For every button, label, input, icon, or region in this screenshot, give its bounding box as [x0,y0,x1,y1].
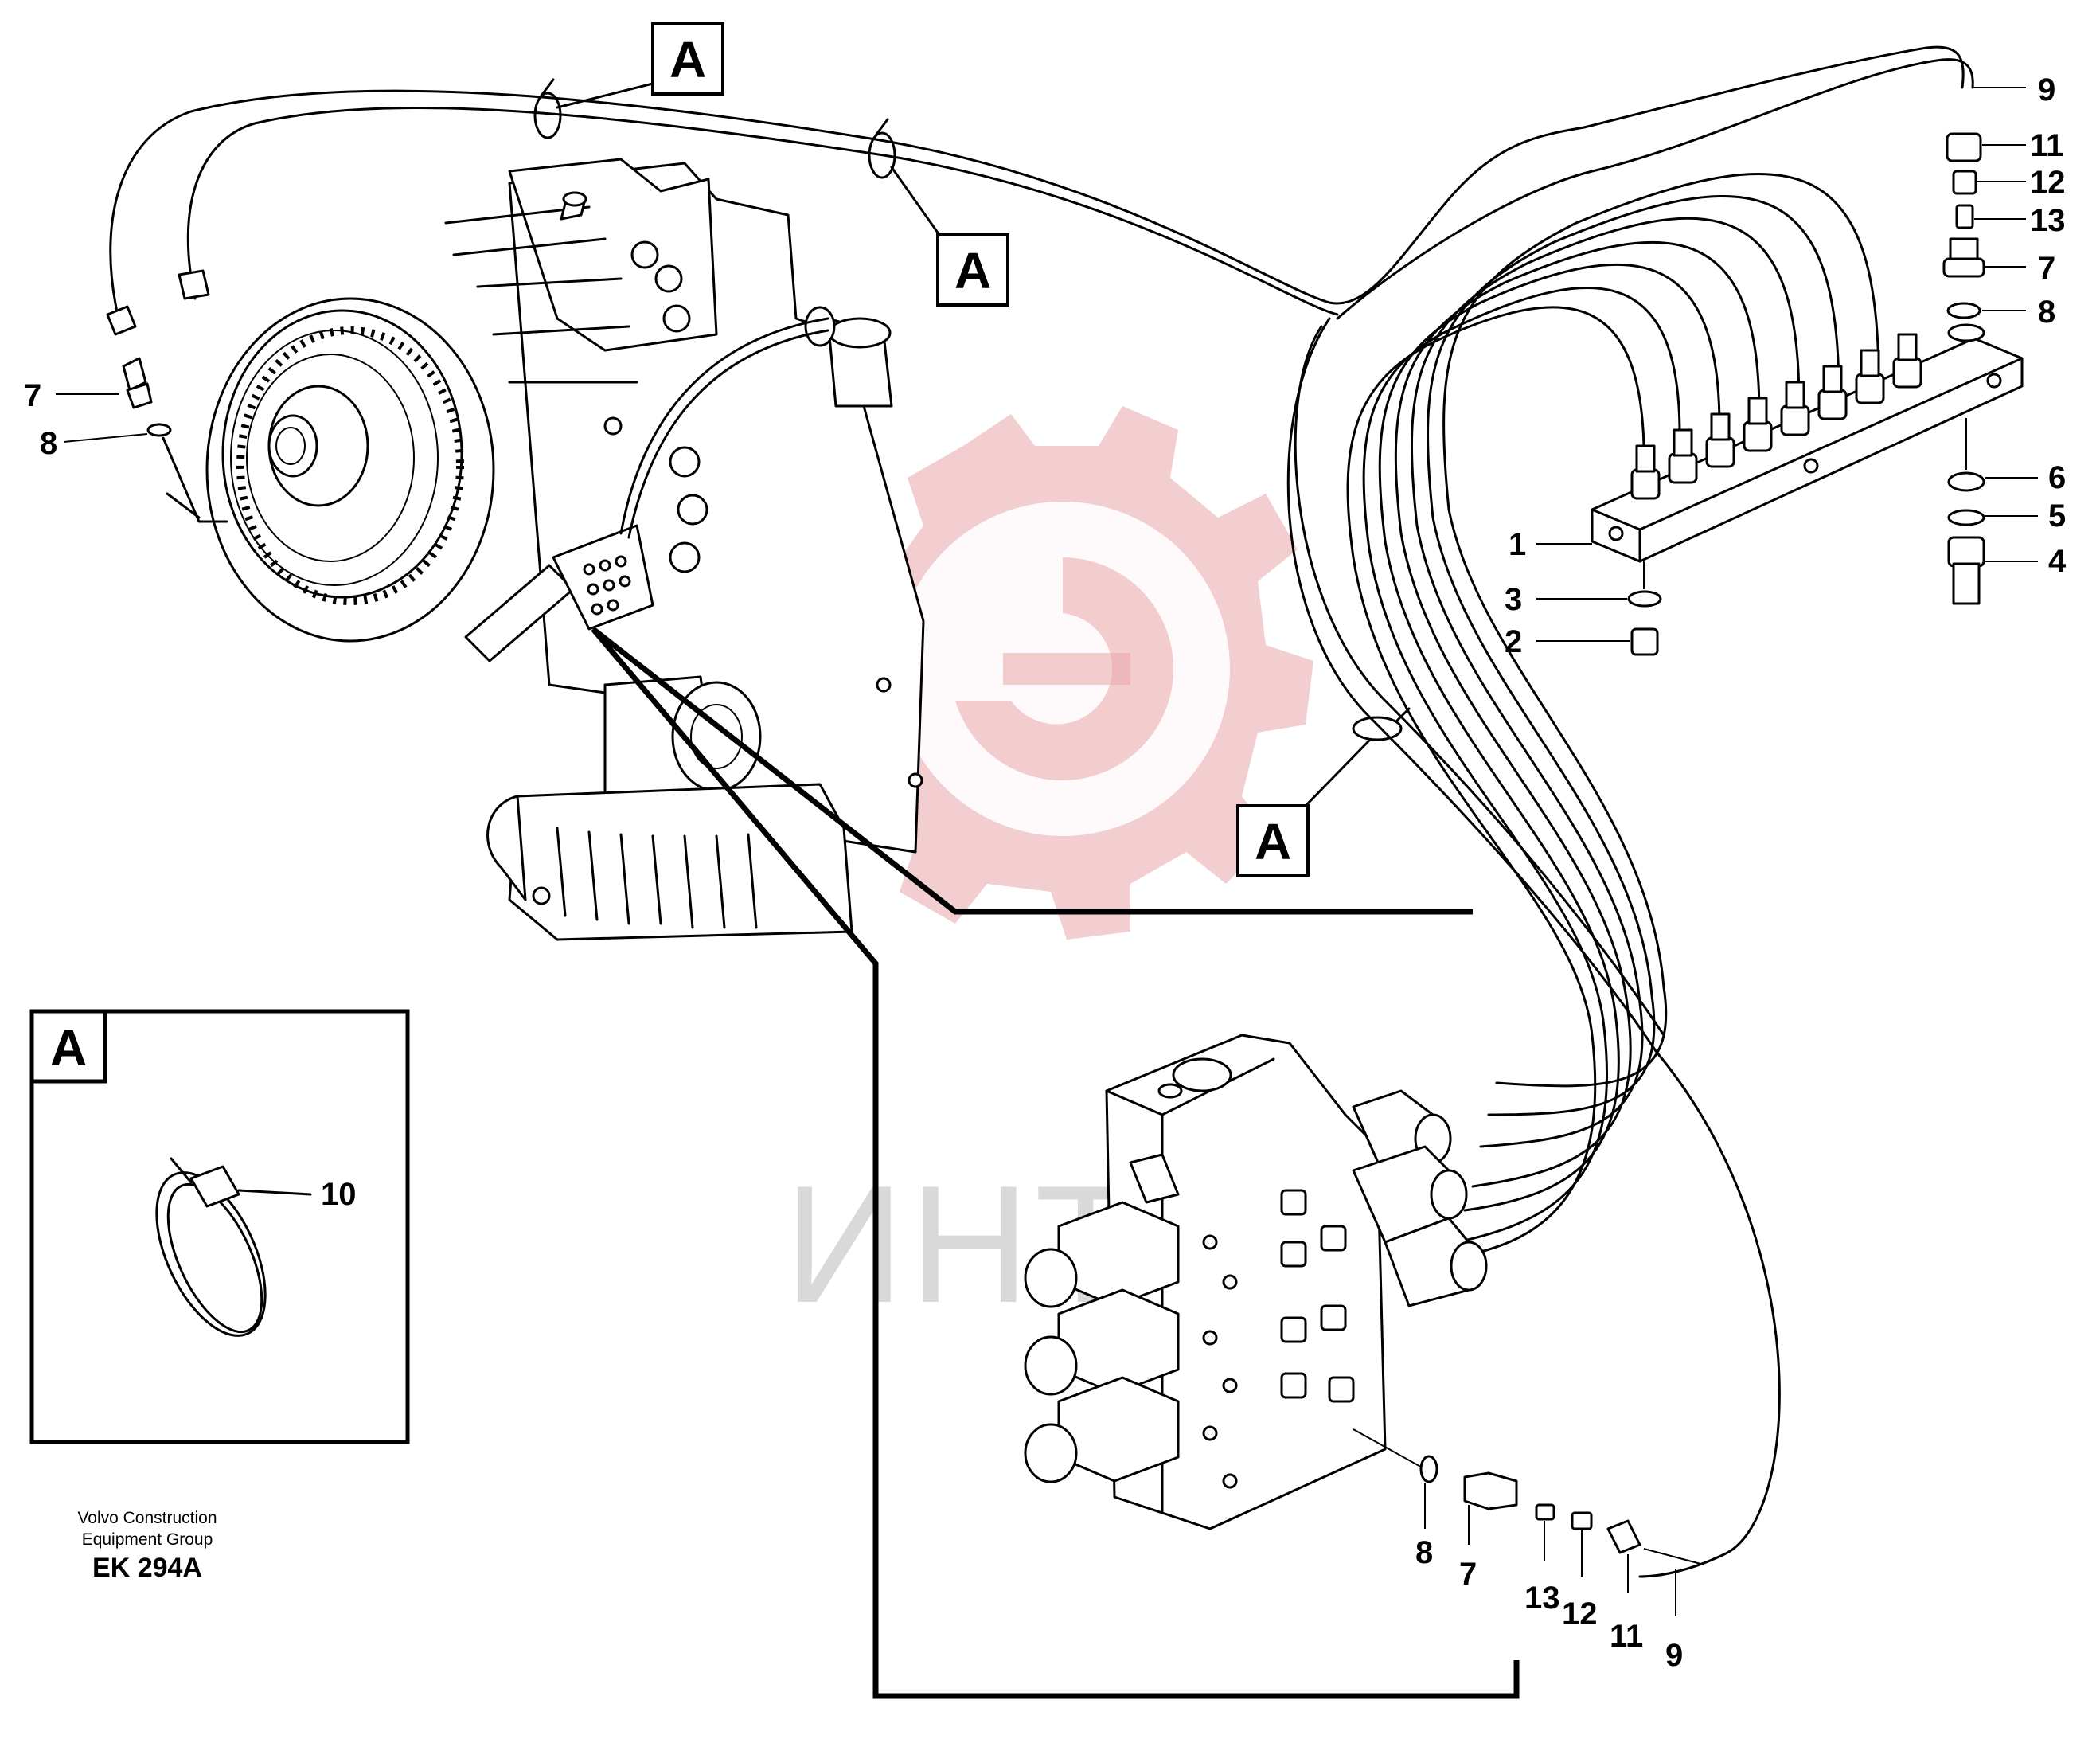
callout-bottom-11: 11 [1610,1619,1643,1654]
section-label-text: A [669,31,706,88]
drawing-code: EK 294A [92,1553,202,1583]
section-label-text: A [954,242,991,299]
callout-top-13: 13 [2030,203,2066,238]
callout-right-4: 4 [2048,544,2067,579]
callout-top-8: 8 [2038,295,2055,330]
detail-leader-lines [591,627,1520,1699]
callout-top-11: 11 [2030,128,2063,163]
callout-left-3: 3 [1505,582,1522,617]
callout-left-7: 7 [24,378,41,413]
callout-left-1: 1 [1509,527,1526,562]
credit-company: Volvo Construction Equipment Group [32,1507,263,1550]
callout-bottom-8: 8 [1415,1535,1433,1570]
detail-part-number: 10 [321,1177,357,1212]
credit-company-line1: Volvo Construction [77,1509,217,1527]
callout-bottom-7: 7 [1459,1557,1477,1592]
watermark-logo [812,406,1313,940]
left-fitting-stack [106,269,228,523]
hose-clamps [533,78,1411,741]
detail-box: A 10 [29,1009,410,1444]
hose-routing [109,45,1974,1578]
callout-top-12: 12 [2030,165,2066,200]
callout-top-9: 9 [2038,72,2055,107]
section-label-2: A [890,166,1009,307]
callout-bottom-12: 12 [1562,1596,1598,1632]
callout-right-5: 5 [2048,498,2066,533]
credit-company-line2: Equipment Group [81,1530,213,1549]
transmission-housing [205,158,925,941]
callout-top-7: 7 [2038,251,2055,286]
section-label-1: A [556,22,724,109]
callout-bottom-13: 13 [1524,1581,1560,1616]
callout-right-6: 6 [2048,460,2066,495]
callout-left-2: 2 [1505,624,1522,659]
manifold-block [1591,323,2024,656]
callout-bottom-9: 9 [1665,1638,1683,1673]
valve-block [1024,1034,1488,1530]
section-label-3: A [1236,739,1371,877]
callout-left-8: 8 [40,426,57,461]
top-fitting-stack [1942,132,1985,319]
detail-box-label: A [50,1019,87,1077]
bottom-fitting-stack [1353,1428,1704,1565]
section-label-text: A [1255,813,1291,870]
callout-labels: 7 8 9 11 12 13 7 8 6 5 4 1 3 2 8 7 [24,72,2067,1673]
